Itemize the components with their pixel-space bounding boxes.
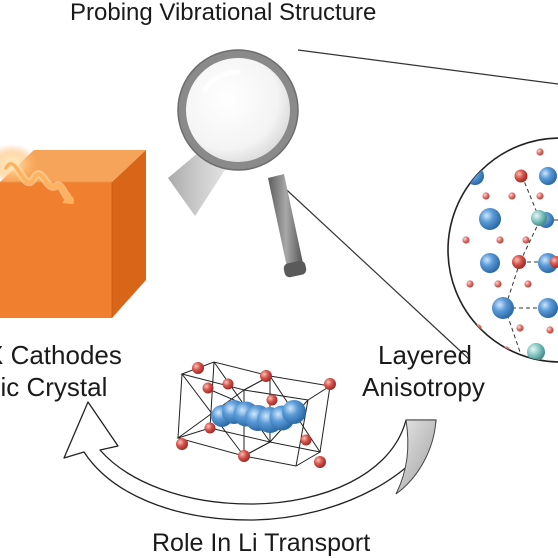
- transport-label: Role In Li Transport: [152, 529, 371, 557]
- cathode-label-line1: X Cathodes: [0, 340, 122, 370]
- magnifying-glass-icon: [177, 49, 307, 278]
- diagram-title: Probing Vibrational Structure: [70, 0, 377, 26]
- anisotropy-label-line1: Layered: [378, 340, 472, 370]
- cycle-arrow-right: [395, 419, 437, 495]
- unit-cell-structure: [176, 361, 336, 468]
- cycle-arrow-left: [63, 401, 437, 521]
- zoom-projection-lines: [275, 49, 558, 361]
- anisotropy-label-line2: Anisotropy: [362, 372, 485, 402]
- cathode-label-line2: bic Crystal: [0, 372, 108, 402]
- light-wave-icon: [0, 144, 74, 204]
- zoomed-structure-view: [447, 137, 558, 363]
